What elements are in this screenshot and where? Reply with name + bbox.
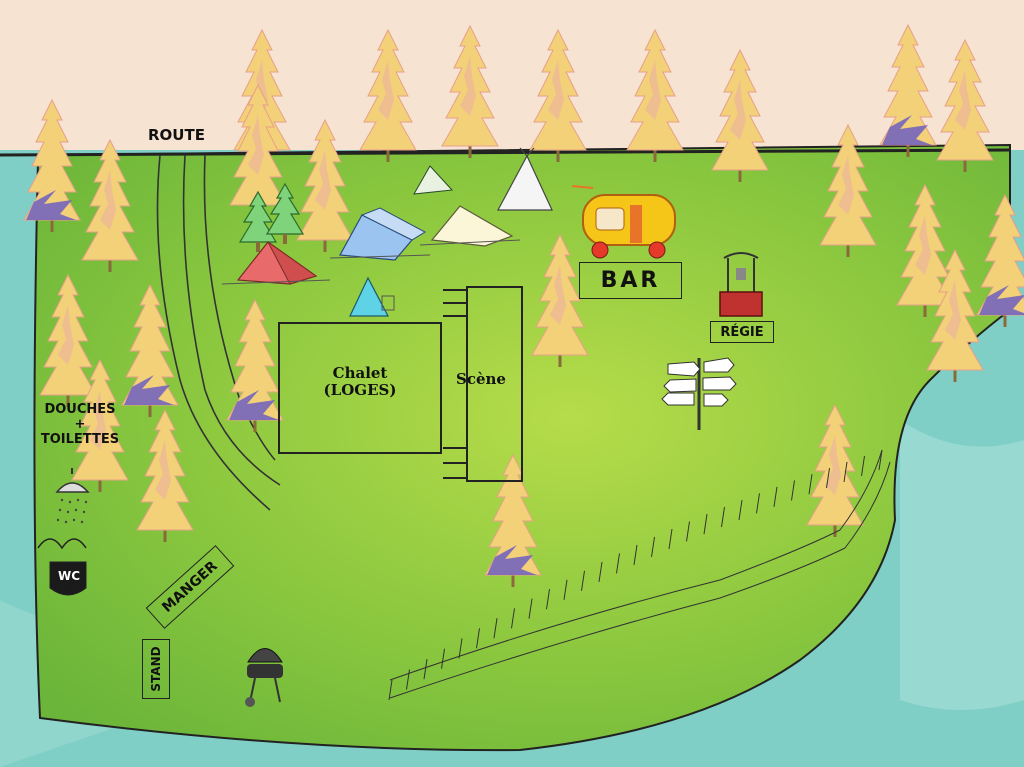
teepee-icon	[496, 147, 553, 211]
wc-badge-icon	[49, 561, 87, 596]
wc-ornament	[37, 538, 87, 550]
fence-post	[406, 669, 410, 690]
fence-post	[441, 648, 445, 669]
fence-post	[616, 553, 620, 574]
fence-post	[756, 493, 760, 514]
fence-post	[878, 449, 883, 471]
fence-post	[651, 536, 655, 557]
signpost-icon	[661, 357, 737, 430]
fence-post	[703, 514, 708, 535]
fence-post	[598, 561, 603, 583]
fence-post	[738, 500, 743, 521]
fence-post	[861, 455, 865, 477]
fence-post	[633, 544, 638, 566]
stage-label: Scène	[456, 370, 506, 388]
fence-post	[686, 521, 690, 542]
fence-post	[528, 598, 533, 619]
control-booth-label: RÉGIE	[710, 321, 774, 343]
fence-post	[546, 589, 550, 610]
fence-post	[773, 486, 778, 507]
path-lines	[156, 154, 281, 511]
fence-line	[389, 449, 891, 699]
fence-post	[581, 570, 585, 591]
road-label: ROUTE	[148, 126, 205, 144]
showers-label-line2: +	[74, 416, 86, 432]
wc-label: WC	[58, 569, 81, 583]
blue-tent-icon	[329, 207, 431, 261]
red-tent-icon	[221, 241, 331, 285]
showers-label-line3: TOILETTES	[40, 431, 120, 447]
stage-structure	[443, 286, 523, 482]
chalet-label-line2: (LOGES)	[323, 381, 397, 400]
fence-post	[791, 480, 795, 501]
well-icon	[719, 252, 763, 317]
stand-label: STAND	[142, 639, 170, 699]
chalet-building	[278, 322, 442, 454]
fence-posts	[388, 449, 883, 701]
bar-label: BAR	[579, 262, 682, 299]
fence-post	[493, 618, 498, 639]
fence-post	[563, 579, 568, 600]
camping-area	[221, 147, 553, 317]
fence-post	[843, 461, 848, 483]
fence-post	[721, 506, 725, 528]
fence-post	[476, 628, 480, 649]
chalet-label-line1: Chalet	[332, 364, 388, 382]
small-tent-icon	[413, 165, 454, 195]
fence-post	[826, 467, 830, 489]
fence-post	[423, 659, 428, 680]
showers-toilets-label: DOUCHES + TOILETTES	[30, 402, 130, 448]
fence-post	[458, 638, 463, 659]
fence-post	[808, 474, 813, 495]
teal-tent-icon	[349, 276, 395, 317]
barbecue-icon	[245, 648, 283, 707]
fence-post	[668, 528, 673, 550]
fence-post	[511, 608, 515, 629]
beige-tent-icon	[419, 205, 521, 247]
showers-label-line1: DOUCHES	[44, 402, 116, 417]
chalet-label: Chalet (LOGES)	[285, 364, 435, 400]
shower-icon	[55, 468, 90, 524]
caravan-icon	[571, 185, 676, 259]
fence-post	[388, 679, 393, 701]
